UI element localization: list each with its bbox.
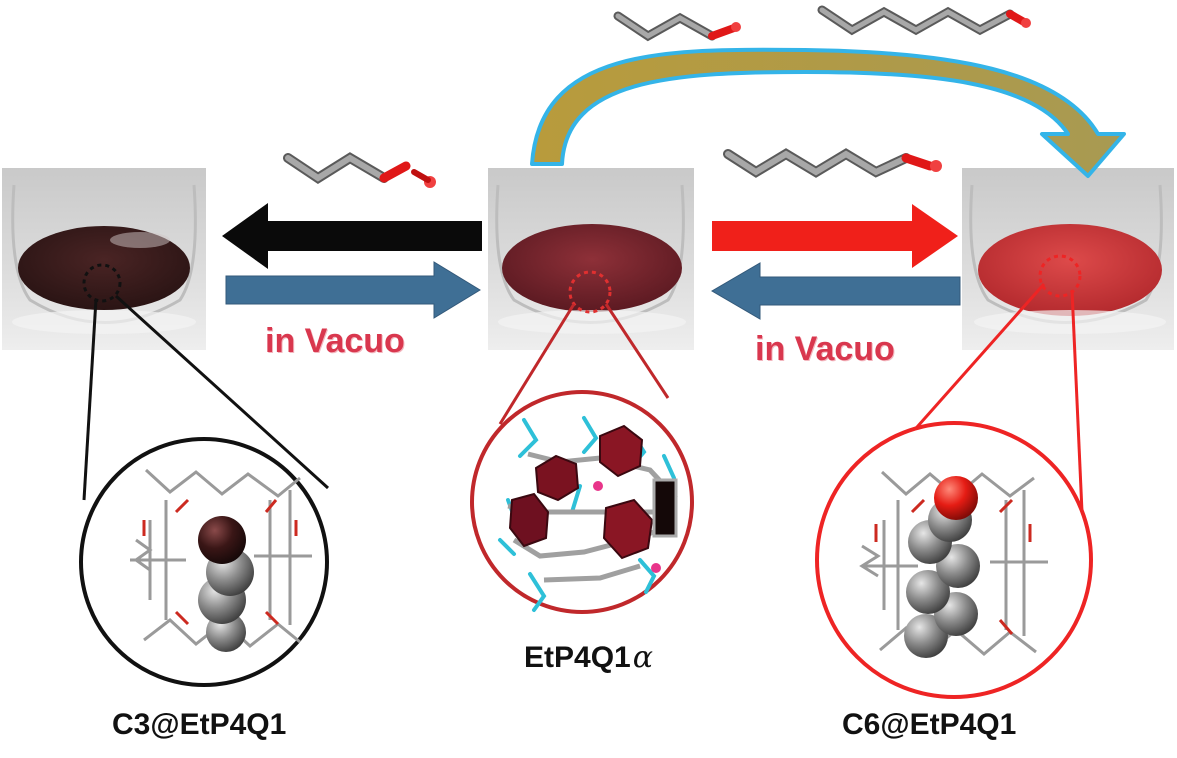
compound-label-center-name: EtP4Q1: [524, 641, 631, 674]
compound-label-left: C3@EtP4Q1: [112, 708, 287, 741]
vial-photo-left: [2, 168, 206, 350]
black-arrow-to-left: [222, 203, 482, 269]
zoom-circle-right: [815, 421, 1093, 699]
condition-label-left: in Vacuo: [265, 322, 405, 360]
vial-photo-right: [962, 168, 1174, 350]
compound-label-right: C6@EtP4Q1: [842, 708, 1017, 741]
compound-label-center: EtP4Q1α: [524, 640, 653, 675]
propanal-molecule-top: [613, 11, 741, 42]
compound-label-center-suffix: α: [632, 640, 653, 675]
vial-photo-center: [488, 168, 694, 350]
zoom-lines-left: [82, 294, 330, 501]
c6-host-guest-molecular-model: [859, 470, 1048, 658]
hexanal-molecule-top: [817, 5, 1031, 36]
propanal-molecule-left: [283, 152, 436, 188]
condition-label-right: in Vacuo: [755, 330, 895, 368]
c3-host-guest-molecular-model: [130, 468, 312, 652]
red-arrow-to-right: [712, 204, 958, 268]
blue-arrow-to-center: [225, 261, 481, 319]
curved-arrow-to-right: [530, 47, 1126, 178]
etp4q1-alpha-crystal-structure: [498, 416, 678, 612]
zoom-circle-left: [79, 437, 329, 687]
blue-arrow-to-center-from-right: [711, 262, 961, 320]
zoom-lines-center: [498, 303, 670, 425]
zoom-circle-center: [470, 390, 694, 614]
hexanal-molecule-right: [723, 148, 942, 178]
